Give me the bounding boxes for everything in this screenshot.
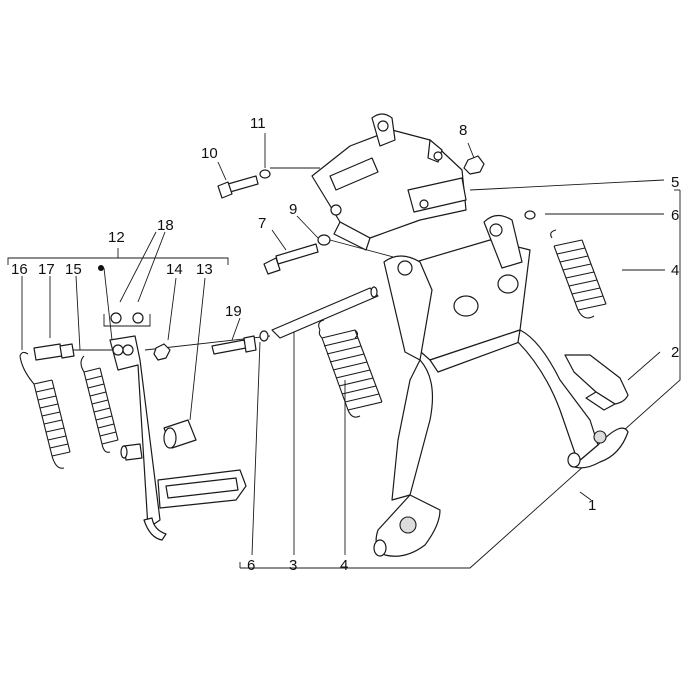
label-part-13: 13 xyxy=(196,261,213,278)
label-part-2: 2 xyxy=(671,344,679,361)
label-part-7: 7 xyxy=(258,215,266,232)
spring-right xyxy=(550,229,607,319)
label-part-9: 9 xyxy=(289,201,297,218)
note-dot xyxy=(98,265,104,271)
label-part-19: 19 xyxy=(225,303,242,320)
label-part-15: 15 xyxy=(65,261,82,278)
label-part-10: 10 xyxy=(201,145,218,162)
side-stand xyxy=(109,335,247,541)
label-part-14: 14 xyxy=(166,261,183,278)
spring-15 xyxy=(80,355,119,453)
label-part-11: 11 xyxy=(250,115,266,132)
label-part-4-bottom: 4 xyxy=(340,557,348,574)
label-part-8: 8 xyxy=(459,122,467,139)
label-part-3: 3 xyxy=(289,557,297,574)
label-part-5: 5 xyxy=(671,174,679,191)
springs xyxy=(19,229,607,469)
mounting-bracket xyxy=(311,113,467,251)
label-part-12: 12 xyxy=(108,229,125,246)
label-part-18: 18 xyxy=(157,217,174,234)
spring-16 xyxy=(19,351,71,469)
hardware xyxy=(33,155,536,449)
label-part-6-bottom: 6 xyxy=(247,557,255,574)
label-part-1: 1 xyxy=(588,497,596,514)
label-part-17: 17 xyxy=(38,261,55,278)
label-part-16: 16 xyxy=(11,261,28,278)
center-stand xyxy=(373,214,629,557)
label-part-6-right: 6 xyxy=(671,207,679,224)
group-brackets xyxy=(7,189,681,569)
part-labels: 1 2 3 4 4 5 6 6 7 8 9 10 11 12 13 14 15 … xyxy=(11,115,679,574)
label-part-4-right: 4 xyxy=(671,262,679,279)
spring-center xyxy=(318,319,383,418)
